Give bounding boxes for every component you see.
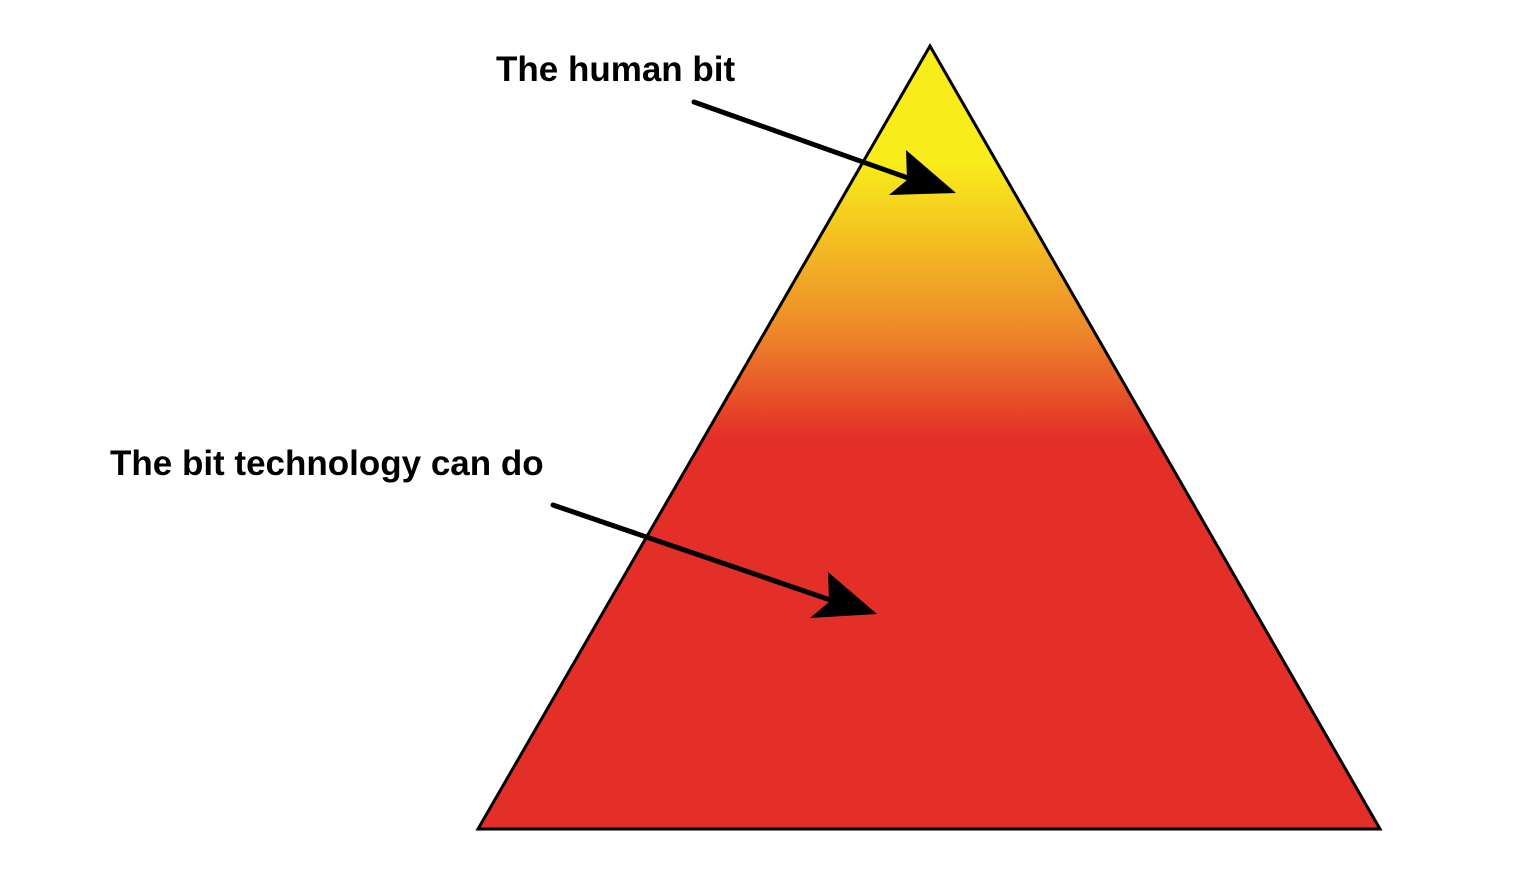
arrow-to-base-shaft	[550, 502, 848, 608]
arrow-to-base	[550, 502, 877, 618]
arrow-to-base-head	[810, 572, 877, 618]
arrow-to-apex-head	[889, 150, 956, 195]
arrow-to-apex	[691, 99, 956, 195]
label-technology-bit: The bit technology can do	[110, 444, 544, 483]
label-human-bit: The human bit	[496, 50, 736, 89]
arrow-to-apex-shaft	[691, 99, 925, 186]
pyramid-triangle	[475, 42, 1383, 831]
